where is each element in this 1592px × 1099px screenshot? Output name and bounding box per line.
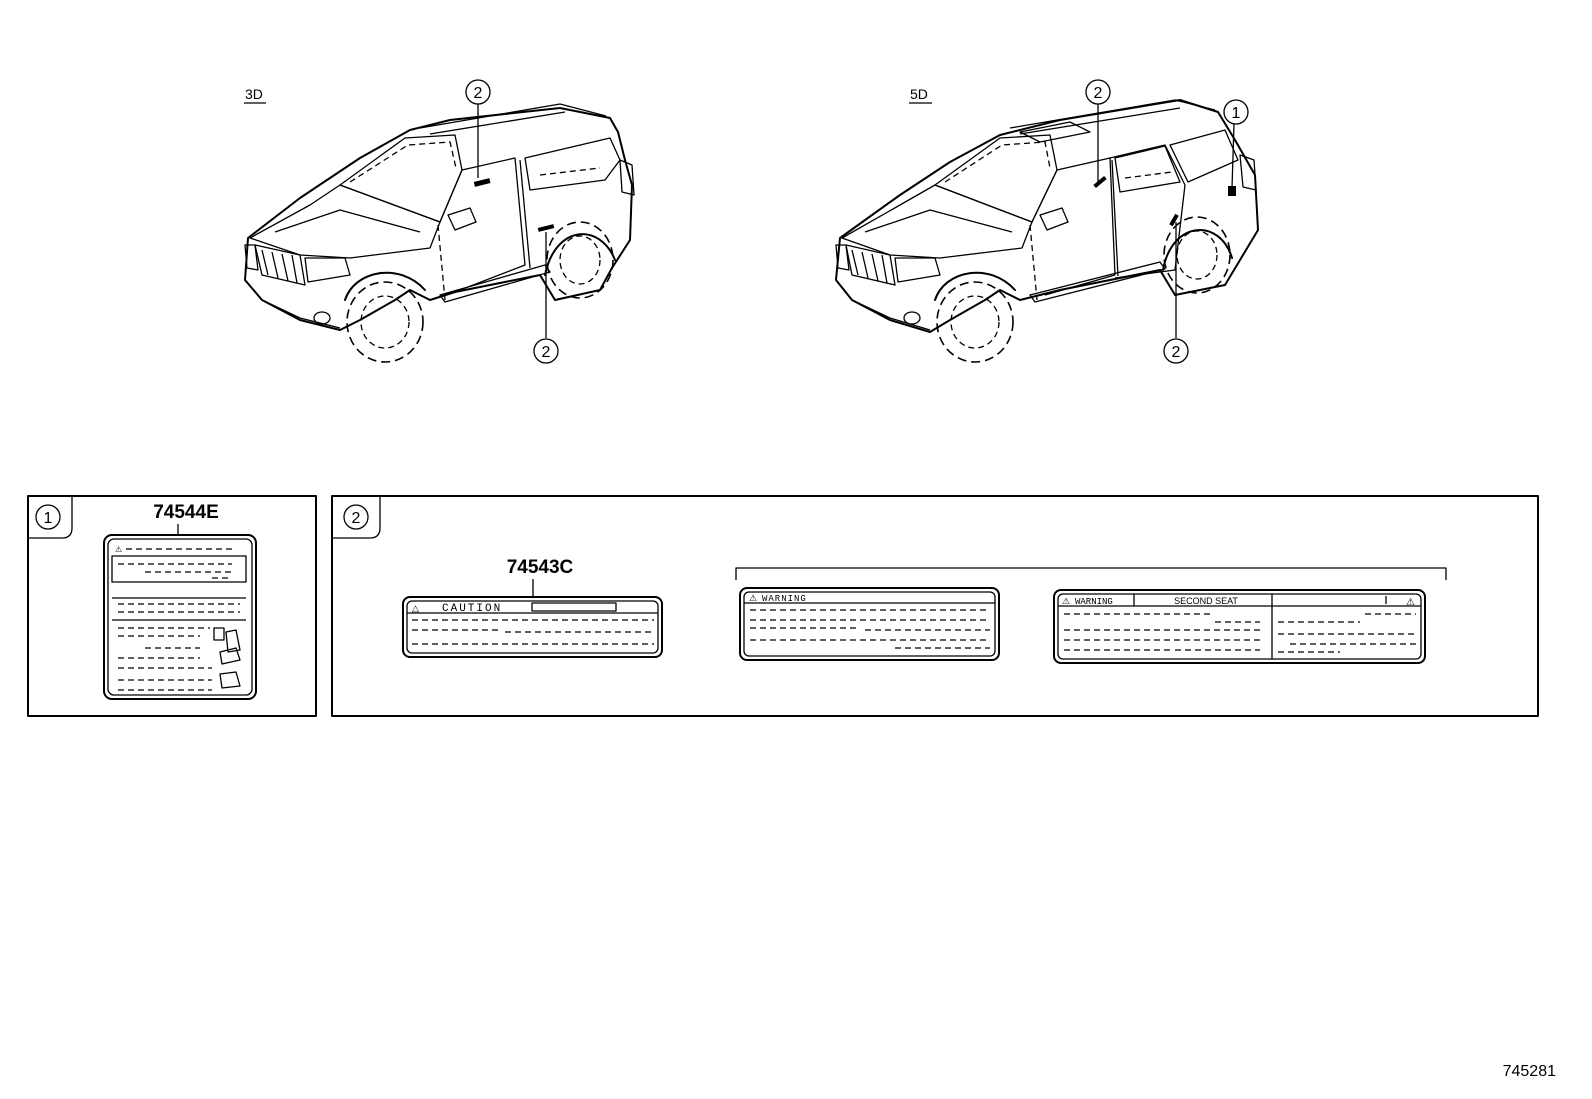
callout-1-5d-text: 1 xyxy=(1232,105,1241,122)
callout-2-3d-lower-text: 2 xyxy=(542,344,551,361)
second-seat-subheading: SECOND SEAT xyxy=(1174,596,1238,606)
svg-text:⚠: ⚠ xyxy=(1062,596,1070,606)
vehicle-3d-illustration xyxy=(244,103,635,363)
callout-2-5d-upper xyxy=(1085,79,1111,105)
second-seat-warning-label: ⚠ WARNING SECOND SEAT ⚠ xyxy=(1053,589,1426,664)
panel-2-index: 2 xyxy=(352,510,361,527)
vehicle-5d-illustration xyxy=(835,99,1259,363)
svg-text:⚠: ⚠ xyxy=(749,593,757,603)
svg-text:△: △ xyxy=(412,603,419,613)
second-seat-warning-heading: WARNING xyxy=(1075,597,1113,607)
figure-number: 745281 xyxy=(1503,1063,1556,1080)
panel-1: 1 74544E ⚠ xyxy=(27,495,317,717)
warning-label-heading: WARNING xyxy=(762,594,807,604)
callout-2-3d-upper xyxy=(465,79,491,105)
warning-label: ⚠ WARNING xyxy=(739,587,1000,661)
callout-2-5d-lower xyxy=(1163,338,1189,364)
callout-2-5d-lower-text: 2 xyxy=(1172,344,1181,361)
callout-2-3d-lower xyxy=(533,338,559,364)
view-label-5d: 5D xyxy=(910,86,928,102)
panel-1-index: 1 xyxy=(44,510,53,527)
panel-1-part-number: 74544E xyxy=(153,502,219,523)
view-label-3d: 3D xyxy=(245,86,263,102)
panel-2: 2 74543C △ CAUTION ⚠ WARNING xyxy=(331,495,1539,717)
callout-2-5d-upper-text: 2 xyxy=(1094,85,1103,102)
panel-2-part-number: 74543C xyxy=(507,557,574,578)
callout-1-5d xyxy=(1223,99,1249,125)
svg-text:⚠: ⚠ xyxy=(1406,597,1415,608)
svg-text:⚠: ⚠ xyxy=(115,545,122,554)
caution-label: △ CAUTION xyxy=(402,596,663,658)
label-74544e: ⚠ xyxy=(103,534,257,700)
callout-2-3d-upper-text: 2 xyxy=(474,85,483,102)
caution-label-heading: CAUTION xyxy=(442,603,502,615)
